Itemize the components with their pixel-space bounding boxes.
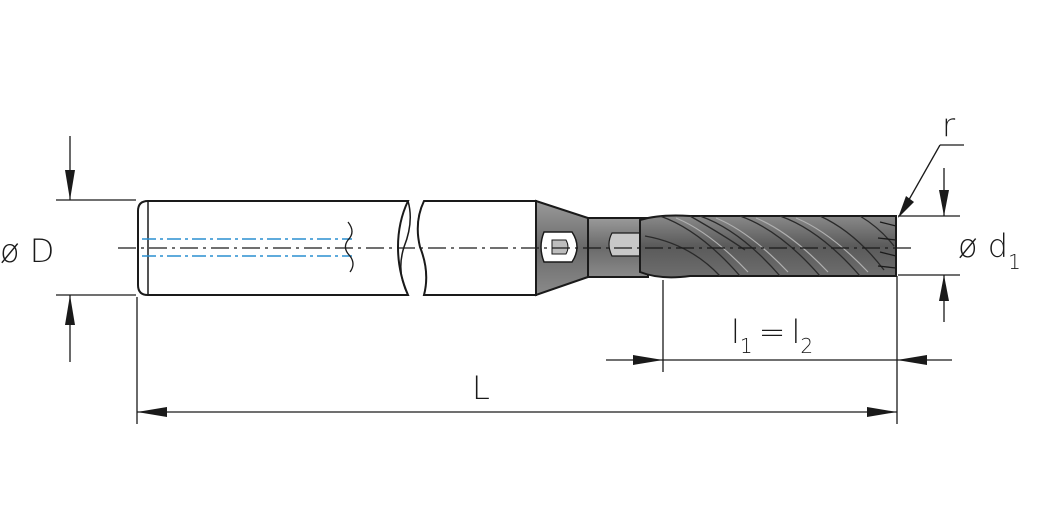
dim-shank-diameter <box>56 136 136 362</box>
dim-flute-length <box>606 276 952 424</box>
flute-length-label: l1=l2 <box>731 313 813 358</box>
dim-cutter-diameter <box>898 168 960 322</box>
helix-lines <box>644 215 895 277</box>
corner-radius-label: r <box>942 106 956 144</box>
shank-diameter-label: ø D <box>0 232 54 270</box>
tip-teeth <box>877 221 897 269</box>
flute-section <box>639 214 897 279</box>
overall-length-label: L <box>472 369 490 407</box>
coolant-channels <box>142 238 352 257</box>
break-line-left <box>400 200 411 296</box>
dim-corner-radius <box>898 144 964 218</box>
cutter-diameter-label: ø d1 <box>958 227 1021 274</box>
flute-highlights <box>675 217 869 273</box>
dim-overall-length <box>136 297 897 424</box>
